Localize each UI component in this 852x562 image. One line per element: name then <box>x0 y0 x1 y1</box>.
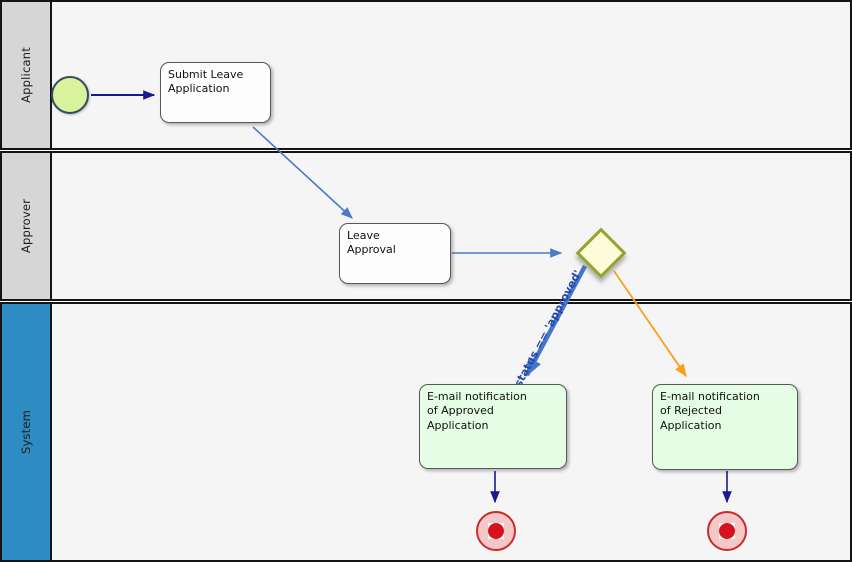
end-event-rejected[interactable] <box>707 511 747 551</box>
lane-system-label: System <box>19 409 33 455</box>
task-leave-approval[interactable]: Leave Approval <box>339 223 451 284</box>
end-event-dot-icon <box>719 523 735 539</box>
task-submit-leave-application[interactable]: Submit Leave Application <box>160 62 271 123</box>
lane-approver-header: Approver <box>2 153 52 299</box>
lane-approver-body <box>52 153 850 299</box>
end-event-approved[interactable] <box>476 511 516 551</box>
lane-applicant-label: Applicant <box>19 47 34 103</box>
lane-applicant-header: Applicant <box>2 2 52 148</box>
end-event-inner-square <box>719 523 735 539</box>
lane-applicant: Applicant <box>0 0 852 150</box>
lane-system-header: System <box>2 304 52 560</box>
start-event[interactable] <box>51 76 89 114</box>
end-event-dot-icon <box>488 523 504 539</box>
lane-approver: Approver <box>0 151 852 301</box>
lane-approver-label: Approver <box>19 198 33 254</box>
task-email-rejected[interactable]: E-mail notification of Rejected Applicat… <box>652 384 798 470</box>
task-email-approved[interactable]: E-mail notification of Approved Applicat… <box>419 384 567 469</box>
end-event-inner-square <box>488 523 504 539</box>
